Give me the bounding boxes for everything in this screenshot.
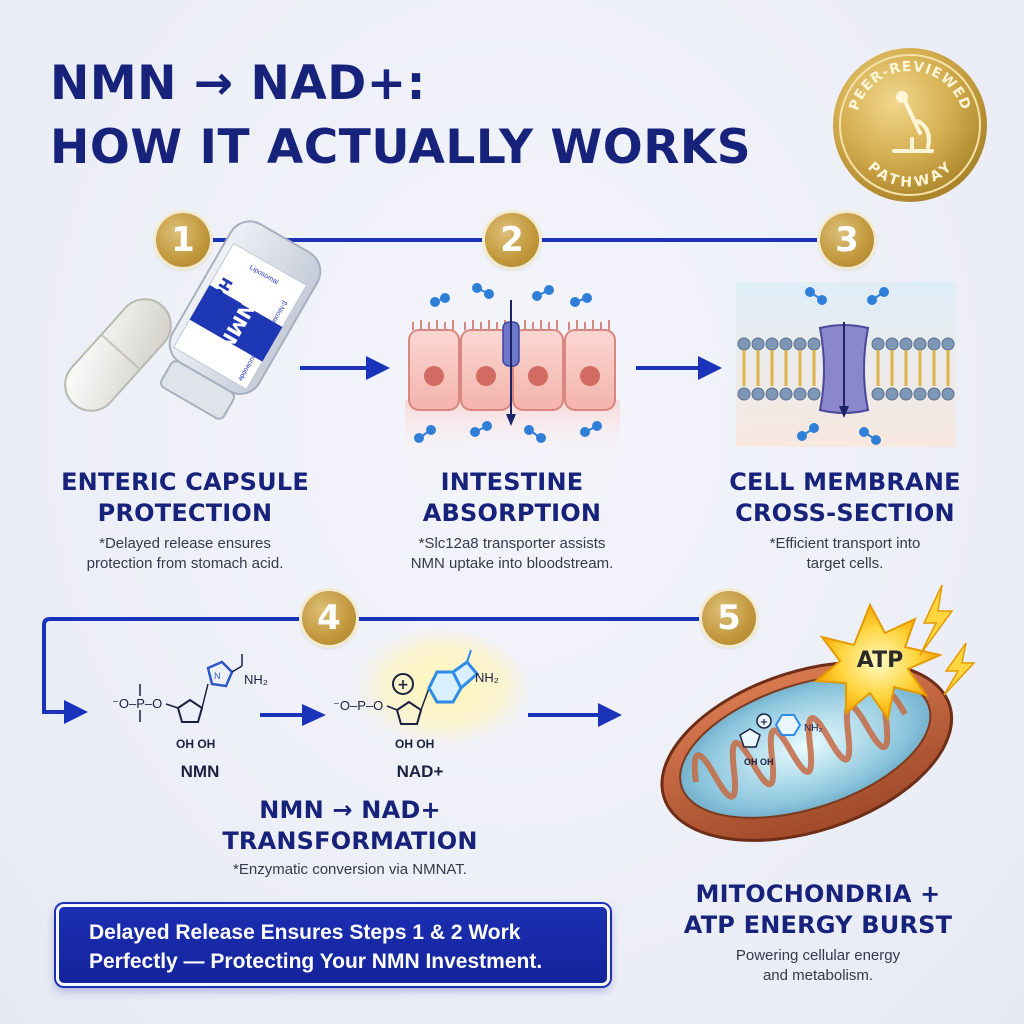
mito-hydroxyl-text: OH OH	[744, 757, 774, 767]
mitochondria-cristae	[691, 690, 908, 800]
step-2-note: *Slc12a8 transporter assists NMN uptake …	[357, 534, 667, 574]
step-1-label: ENTERIC CAPSULE PROTECTION	[30, 467, 340, 529]
delayed-release-banner: Delayed Release Ensures Steps 1 & 2 Work…	[56, 904, 610, 986]
intestine-cell-row	[408, 320, 616, 411]
bottle-icon: NMN β-Nicotinamide Mononucleotide Helloo…	[160, 220, 322, 420]
step-5-note: Powering cellular energy and metabolism.	[658, 946, 978, 986]
step-3-note-line-2: target cells.	[806, 555, 884, 572]
peer-reviewed-seal: PEER-REVIEWED PATHWAY	[833, 48, 987, 202]
microscope-icon	[892, 91, 934, 153]
step-3-label-line-2: CROSS-SECTION	[735, 499, 955, 527]
step-5-label-line-1: MITOCHONDRIA +	[695, 880, 941, 908]
step-3-label-line-1: CELL MEMBRANE	[729, 468, 961, 496]
nmn-phosphate-text: ⁻O–P–O	[112, 696, 162, 711]
step-4-note: *Enzymatic conversion via NMNAT.	[170, 860, 530, 880]
nmn-particles	[414, 283, 602, 443]
atp-label: ATP	[857, 648, 903, 673]
step-5-note-line-1: Powering cellular energy	[735, 947, 901, 964]
step-badge-2: 2	[485, 213, 539, 267]
nmn-molecule-illustration: ⁻O–P–O N NH₂ OH OH	[112, 654, 268, 751]
page-title: NMN → NAD+: HOW IT ACTUALLY WORKS	[50, 52, 751, 180]
capsule-bottle-illustration: NMN β-Nicotinamide Mononucleotide Helloo…	[64, 220, 322, 420]
step-2-label-line-2: ABSORPTION	[422, 499, 602, 527]
title-line-2: HOW IT ACTUALLY WORKS	[50, 120, 752, 175]
step-4-label-line-1: NMN → NAD+	[259, 796, 441, 824]
step-1-note: *Delayed release ensures protection from…	[30, 534, 340, 574]
intestine-cells-illustration	[405, 283, 620, 448]
mitochondria-illustration: + NH₂ OH OH ATP	[660, 584, 976, 842]
banner-line-1: Delayed Release Ensures Steps 1 & 2 Work	[89, 921, 521, 944]
nad-amine-text: NH₂	[475, 670, 499, 685]
step-1-label-line-1: ENTERIC CAPSULE	[61, 468, 309, 496]
lightning-bolt-icon	[919, 584, 954, 656]
step-4-note-line-1: *Enzymatic conversion via NMNAT.	[233, 861, 467, 878]
step-badge-4: 4	[302, 591, 356, 645]
membrane-nmn-particles	[797, 287, 889, 445]
nad-phosphate-text: ⁻O–P–O	[333, 698, 383, 713]
nad-hydroxyl-text: OH OH	[395, 737, 434, 751]
nad-molecule-label: NAD+	[396, 762, 444, 781]
step-3-note: *Efficient transport into target cells.	[690, 534, 1000, 574]
step-3-label: CELL MEMBRANE CROSS-SECTION	[690, 467, 1000, 529]
step-4-label-line-2: TRANSFORMATION	[222, 827, 478, 855]
nad-molecule-illustration: ⁻O–P–O + NH₂ OH OH	[333, 630, 527, 754]
step-1-label-line-2: PROTECTION	[97, 499, 273, 527]
step-4-label: NMN → NAD+ TRANSFORMATION	[190, 795, 510, 857]
atp-burst-icon: ATP	[813, 584, 976, 722]
step-1-note-line-2: protection from stomach acid.	[86, 555, 284, 572]
banner-line-2: Perfectly — Protecting Your NMN Investme…	[89, 950, 543, 973]
lightning-bolt-icon	[943, 642, 976, 696]
capsule-icon	[64, 298, 172, 412]
step-2-label: INTESTINE ABSORPTION	[357, 467, 667, 529]
nad-charge-text: +	[397, 677, 409, 693]
lipid-bilayer	[737, 337, 955, 401]
mito-nad-molecule: + NH₂ OH OH	[739, 713, 822, 767]
mito-amine-text: NH₂	[804, 723, 822, 734]
cell-membrane-illustration	[736, 282, 956, 447]
nmn-hydroxyl-text: OH OH	[176, 737, 215, 751]
step-5-label-line-2: ATP ENERGY BURST	[683, 911, 953, 939]
step-5-note-line-2: and metabolism.	[762, 967, 874, 984]
mito-charge-text: +	[760, 717, 768, 728]
step-badge-3: 3	[820, 213, 874, 267]
svg-text:N: N	[214, 671, 221, 681]
step-1-note-line-1: *Delayed release ensures	[99, 535, 271, 552]
step-badge-5: 5	[702, 591, 756, 645]
step-2-note-line-2: NMN uptake into bloodstream.	[410, 555, 614, 572]
step-2-label-line-1: INTESTINE	[440, 468, 584, 496]
step-badge-1: 1	[156, 213, 210, 267]
step-2-note-line-1: *Slc12a8 transporter assists	[418, 535, 606, 552]
step-5-label: MITOCHONDRIA + ATP ENERGY BURST	[658, 879, 978, 941]
nmn-molecule-label: NMN	[180, 762, 220, 781]
step-3-note-line-1: *Efficient transport into	[769, 535, 921, 552]
title-line-1: NMN → NAD+:	[50, 56, 426, 111]
nmn-amide-text: NH₂	[244, 672, 268, 687]
